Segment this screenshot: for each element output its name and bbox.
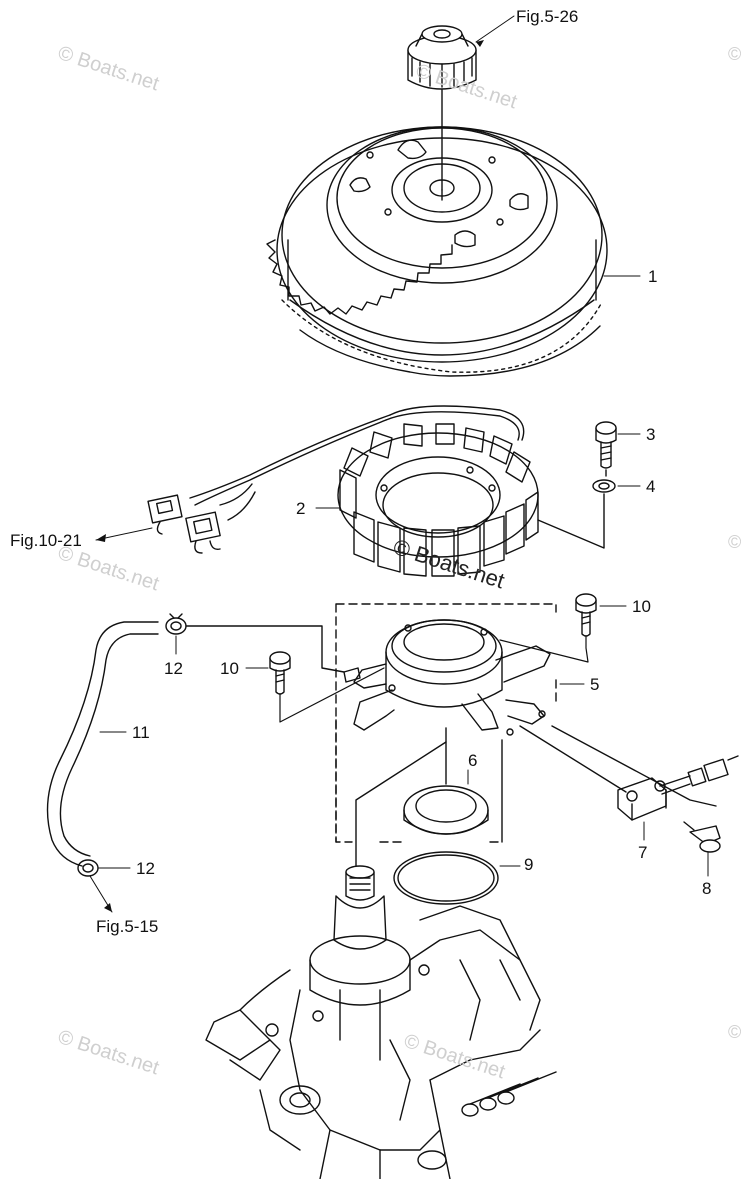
watermark-edge-1: © xyxy=(728,44,742,64)
assembly-outline xyxy=(335,603,557,843)
stator-harness xyxy=(147,405,525,554)
crankcase xyxy=(205,865,557,1179)
part-number-3[interactable]: 3 xyxy=(646,425,656,444)
part-number-10-right[interactable]: 10 xyxy=(632,597,651,616)
arrowheads xyxy=(96,40,484,912)
stator-coil xyxy=(337,423,539,577)
bolt-10-right xyxy=(499,593,597,663)
part-number-10-left[interactable]: 10 xyxy=(220,659,239,678)
ref-fig-5-15[interactable]: Fig.5-15 xyxy=(96,917,159,936)
oil-seal-6 xyxy=(403,785,489,835)
watermark-edge-2: © xyxy=(728,532,742,552)
part-number-8[interactable]: 8 xyxy=(702,879,712,898)
flywheel xyxy=(266,126,608,377)
bolt-8 xyxy=(683,821,721,853)
part-number-6[interactable]: 6 xyxy=(468,751,478,770)
bolt-3 xyxy=(595,421,617,469)
leader-axis-crank xyxy=(355,741,447,869)
clip-12-bottom xyxy=(77,859,99,877)
watermark-edge-3: © xyxy=(728,1022,742,1042)
part-number-12-top[interactable]: 12 xyxy=(164,659,183,678)
part-number-2[interactable]: 2 xyxy=(296,499,306,518)
ref-fig-10-21[interactable]: Fig.10-21 xyxy=(10,531,82,550)
part-number-11[interactable]: 11 xyxy=(132,723,150,742)
part-number-7[interactable]: 7 xyxy=(638,843,648,862)
part-number-5[interactable]: 5 xyxy=(590,675,600,694)
hose-11 xyxy=(46,621,345,867)
flywheel-nut xyxy=(407,25,477,191)
part-number-1[interactable]: 1 xyxy=(648,267,658,286)
leader-washer-stator xyxy=(537,493,605,549)
part-number-12-bottom[interactable]: 12 xyxy=(136,859,155,878)
bolt-10-left xyxy=(269,651,385,723)
part-number-9[interactable]: 9 xyxy=(524,855,534,874)
o-ring-9 xyxy=(393,851,499,905)
clip-12-top xyxy=(165,613,187,635)
washer-4 xyxy=(592,479,616,493)
stator-base xyxy=(343,619,551,736)
pulser-coil-7 xyxy=(519,725,739,821)
part-number-4[interactable]: 4 xyxy=(646,477,656,496)
ref-fig-5-26[interactable]: Fig.5-26 xyxy=(516,7,579,26)
